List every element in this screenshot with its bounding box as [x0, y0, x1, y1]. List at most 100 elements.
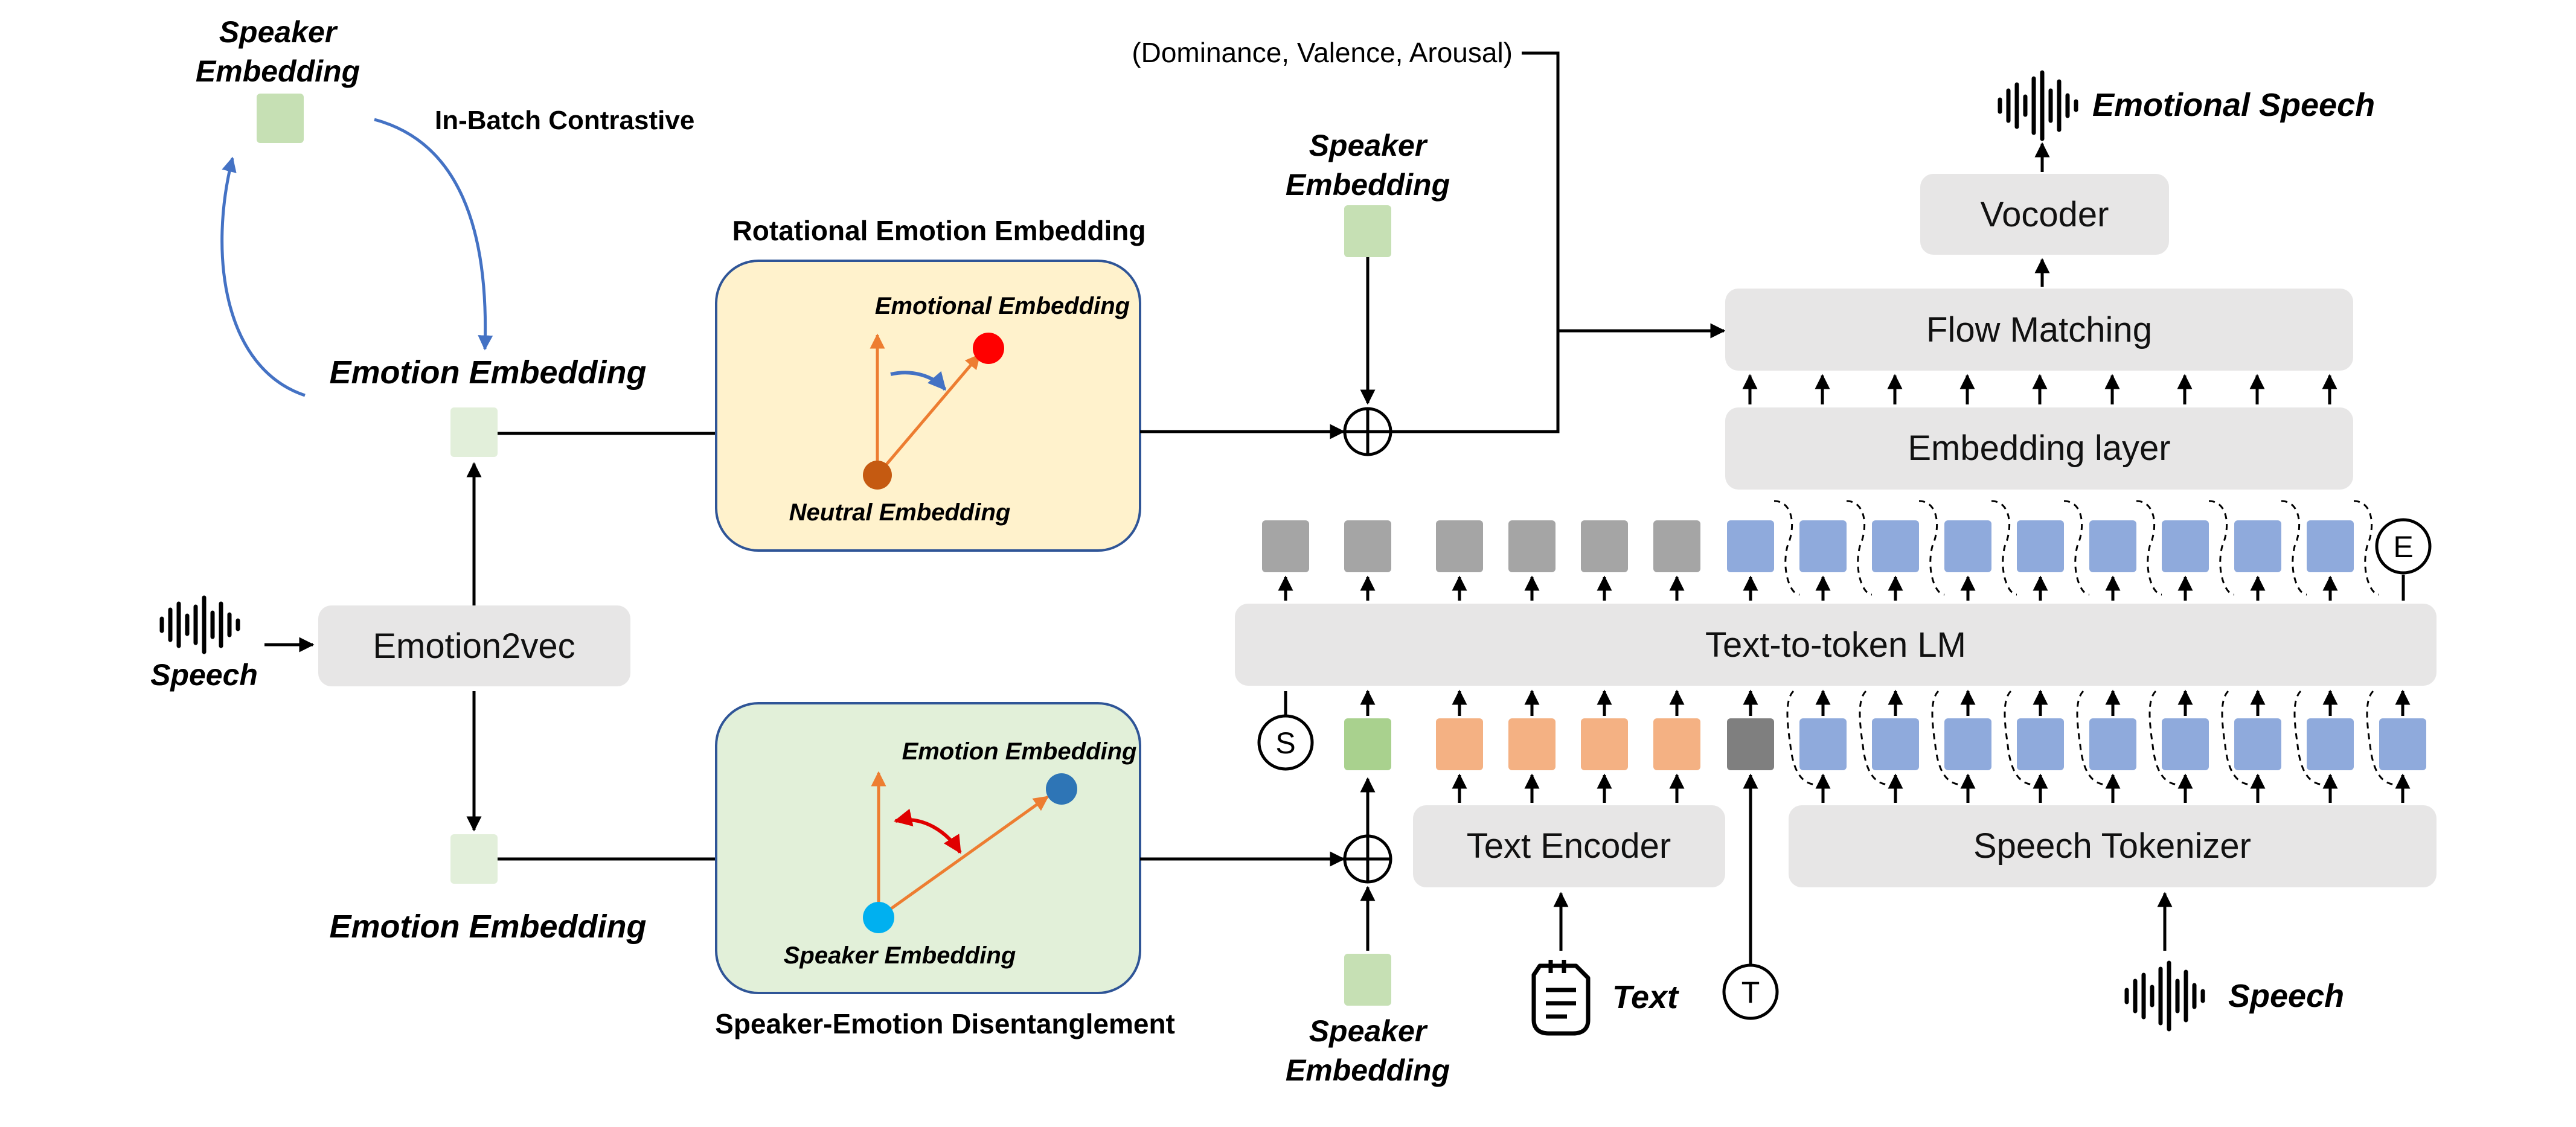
embedding-to-flow-arrows [1742, 374, 2337, 404]
token-gray [1653, 520, 1700, 572]
token-gray [1436, 520, 1483, 572]
dva-connector [1391, 51, 1560, 433]
waveform-icon [159, 595, 240, 654]
speaker-embedding-top-label-2: Embedding [196, 54, 360, 88]
token-blue [2307, 520, 2354, 572]
speaker-embedding-bottom-label-1: Speaker [1309, 1014, 1428, 1048]
token-speech [1872, 718, 1919, 770]
token-blue [2234, 520, 2281, 572]
text-to-token-lm-label: Text-to-token LM [1705, 625, 1966, 665]
contrastive-arrow-up [220, 156, 306, 397]
speaker-point [863, 902, 894, 933]
speech-input-left: Speech [150, 595, 315, 692]
token-text [1653, 718, 1700, 770]
token-speech [1799, 718, 1847, 770]
emotion-embedding-bottom-square [450, 834, 498, 884]
flow-matching-label: Flow Matching [1926, 310, 2152, 350]
text-to-token-lm-box [1235, 604, 2437, 686]
speaker-embedding-top-label-1: Speaker [219, 15, 338, 49]
emotion-embedding-point-label: Emotion Embedding [902, 738, 1137, 765]
dva-label: (Dominance, Valence, Arousal) [1132, 37, 1513, 68]
rotational-title: Rotational Emotion Embedding [732, 215, 1146, 246]
text-encoder-box [1413, 805, 1725, 887]
speech-left-label: Speech [150, 658, 258, 692]
rotational-panel-box [715, 260, 1141, 552]
token-speech [2234, 718, 2281, 770]
token-gray [1344, 520, 1391, 572]
emotion-point [1046, 773, 1077, 805]
contrastive-arrow-down [374, 118, 493, 351]
token-speaker [1344, 718, 1391, 770]
emotional-speech-label: Emotional Speech [2092, 87, 2375, 123]
emotional-point [973, 333, 1004, 364]
emotion2vec-label: Emotion2vec [373, 627, 575, 666]
lm-input-tokens: S [1257, 689, 2426, 803]
token-blue [1872, 520, 1919, 572]
disentangle-arrow [894, 808, 962, 854]
token-text [1436, 718, 1483, 770]
embedding-layer-label: Embedding layer [1908, 429, 2170, 468]
token-blue [2089, 520, 2136, 572]
disentangle-title: Speaker-Emotion Disentanglement [715, 1008, 1175, 1039]
emotion-embedding-top-square [450, 407, 498, 457]
svg-text:T: T [1741, 975, 1760, 1009]
circled-plus-icon [1343, 834, 1392, 884]
speaker-embedding-mid: Speaker Embedding [1286, 129, 1450, 405]
speech-right-label: Speech [2228, 978, 2344, 1014]
emotional-speech-output: Emotional Speech [1998, 70, 2375, 141]
in-batch-contrastive-label: In-Batch Contrastive [435, 106, 694, 135]
token-speech [2379, 718, 2426, 770]
speaker-embedding-mid-square [1344, 205, 1391, 257]
speaker-embedding-bottom-label-2: Embedding [1286, 1053, 1450, 1087]
lm-output-tokens: E [1262, 500, 2432, 601]
token-s-circle: S [1257, 714, 1314, 771]
text-input-label: Text [1612, 979, 1679, 1015]
token-speech [2017, 718, 2064, 770]
token-gray [1262, 520, 1309, 572]
emotional-embedding-label: Emotional Embedding [875, 293, 1130, 319]
token-blue [1799, 520, 1847, 572]
speaker-embedding-point-label: Speaker Embedding [784, 942, 1016, 969]
token-blue [2017, 520, 2064, 572]
token-t [1727, 718, 1774, 770]
token-gray [1508, 520, 1556, 572]
emotion2vec-box [318, 605, 630, 686]
speech-tokenizer-box [1789, 805, 2437, 887]
svg-text:S: S [1275, 726, 1295, 760]
token-e-circle: E [2375, 518, 2432, 575]
token-speech [2162, 718, 2209, 770]
flow-matching-box [1725, 289, 2353, 371]
vocoder-label: Vocoder [1981, 195, 2109, 234]
document-icon [1531, 960, 1591, 1036]
vocoder-box [1920, 174, 2169, 255]
disentangle-panel: Emotion Embedding Speaker Embedding Spea… [715, 702, 1175, 1039]
embedding-layer-box [1725, 407, 2353, 490]
emotion-embedding-bottom-label: Emotion Embedding [330, 908, 647, 945]
token-text [1508, 718, 1556, 770]
speaker-embedding-mid-label-1: Speaker [1309, 129, 1428, 162]
token-blue [1727, 520, 1774, 572]
circled-plus-icon [1343, 407, 1392, 456]
token-speech [2307, 718, 2354, 770]
speaker-embedding-mid-label-2: Embedding [1286, 168, 1450, 202]
token-speech [2089, 718, 2136, 770]
speaker-embedding-bottom-square [1344, 954, 1391, 1006]
rotation-arrow [890, 371, 947, 391]
token-gray [1581, 520, 1628, 572]
token-t-circle: T [1722, 963, 1779, 1020]
contrastive-section: Speaker Embedding In-Batch Contrastive E… [196, 15, 694, 457]
token-speech [1944, 718, 1991, 770]
text-encoder-label: Text Encoder [1467, 826, 1671, 866]
speaker-embedding-top-square [257, 94, 304, 143]
neutral-point [863, 461, 892, 490]
neutral-embedding-label: Neutral Embedding [789, 499, 1011, 526]
token-text [1581, 718, 1628, 770]
speech-tokenizer-label: Speech Tokenizer [1973, 826, 2251, 866]
rotational-emotion-panel: Rotational Emotion Embedding Emotional E… [715, 215, 1146, 552]
waveform-icon [1998, 70, 2078, 141]
svg-text:E: E [2393, 530, 2413, 564]
emotion-embedding-top-label: Emotion Embedding [330, 354, 647, 391]
token-blue [2162, 520, 2209, 572]
waveform-icon [2124, 960, 2205, 1032]
